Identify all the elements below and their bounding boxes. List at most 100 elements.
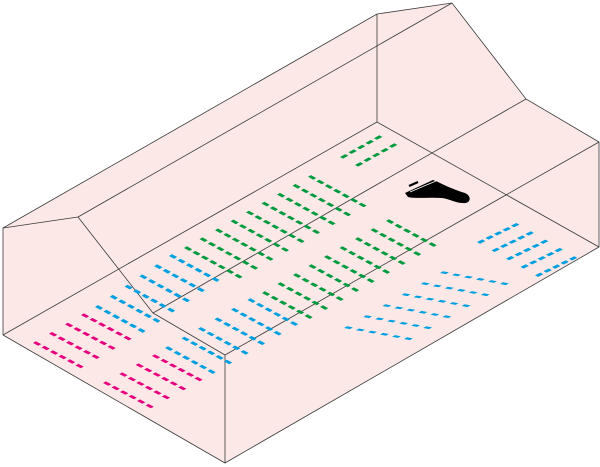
seat	[152, 372, 161, 377]
seat	[437, 299, 447, 303]
seat	[303, 296, 312, 301]
seat	[411, 324, 421, 327]
seat	[325, 273, 334, 279]
seat	[223, 340, 232, 346]
seat	[248, 246, 257, 252]
seat	[168, 363, 178, 368]
seat	[147, 279, 156, 284]
seat	[425, 297, 435, 301]
seat	[392, 335, 401, 338]
seat	[442, 315, 452, 319]
seat	[194, 376, 203, 382]
seat	[137, 399, 146, 404]
seat	[112, 314, 121, 320]
seat	[231, 237, 240, 243]
seat	[238, 224, 248, 229]
seat	[520, 264, 529, 269]
seat	[277, 282, 286, 287]
seat	[358, 202, 367, 208]
seat	[111, 385, 120, 391]
seat	[537, 256, 546, 261]
seat	[356, 328, 365, 332]
seat	[270, 295, 279, 301]
seat	[502, 227, 511, 232]
section-pink-front-center	[103, 354, 203, 409]
seat	[444, 286, 454, 290]
seat	[75, 363, 84, 369]
seat	[58, 354, 67, 360]
seat	[379, 232, 388, 238]
seat	[418, 310, 428, 314]
seat	[543, 268, 552, 273]
seat	[281, 316, 290, 322]
grand-piano-icon	[405, 180, 470, 204]
seating	[33, 135, 578, 409]
seat	[386, 219, 395, 224]
seat	[540, 239, 549, 244]
seat	[349, 269, 358, 274]
seat	[350, 198, 359, 203]
seat	[334, 207, 343, 212]
seat	[256, 302, 265, 308]
seat	[514, 251, 523, 257]
seat	[162, 268, 171, 274]
seat	[341, 193, 350, 199]
seat	[511, 223, 520, 228]
seat	[144, 385, 154, 391]
seat	[207, 369, 216, 374]
seat	[535, 272, 544, 277]
seat	[136, 381, 145, 386]
seat	[239, 312, 248, 318]
seat	[394, 306, 404, 310]
hall-volume	[3, 3, 599, 463]
seat	[224, 251, 233, 256]
seat	[508, 239, 517, 244]
seat	[560, 260, 569, 265]
seat	[200, 255, 209, 261]
seat	[363, 315, 373, 319]
seat	[177, 258, 186, 264]
seat	[401, 293, 411, 297]
seat	[271, 224, 280, 230]
seat	[169, 254, 178, 259]
seat	[98, 322, 107, 327]
seat	[224, 359, 233, 365]
seat	[124, 284, 133, 290]
seat	[95, 305, 104, 310]
seat	[303, 224, 312, 230]
gable-edge	[2, 216, 79, 229]
seat	[181, 297, 190, 303]
seat	[232, 345, 241, 351]
seat	[288, 233, 297, 239]
seat	[404, 337, 413, 341]
seat	[178, 385, 187, 391]
seat	[141, 293, 150, 299]
seat	[91, 354, 100, 359]
seat	[158, 303, 167, 308]
seat	[308, 175, 317, 180]
cut-ridge	[152, 98, 527, 314]
seat	[380, 251, 389, 256]
seat	[351, 287, 360, 292]
seat	[169, 381, 178, 386]
seat	[368, 330, 377, 334]
seat	[413, 251, 422, 256]
seat	[278, 211, 287, 216]
seat	[199, 237, 208, 242]
seat	[128, 394, 137, 400]
seat	[33, 341, 42, 346]
seat	[411, 233, 420, 238]
seat	[139, 274, 148, 280]
seat	[277, 192, 286, 198]
seat	[273, 330, 282, 336]
seat	[49, 332, 58, 337]
seat	[406, 308, 416, 312]
seat	[265, 256, 274, 261]
seat	[233, 255, 242, 261]
seat	[341, 264, 350, 270]
seat	[389, 255, 398, 261]
seat	[348, 250, 357, 256]
seat	[382, 269, 391, 274]
seat	[223, 322, 232, 327]
seat	[517, 235, 526, 240]
